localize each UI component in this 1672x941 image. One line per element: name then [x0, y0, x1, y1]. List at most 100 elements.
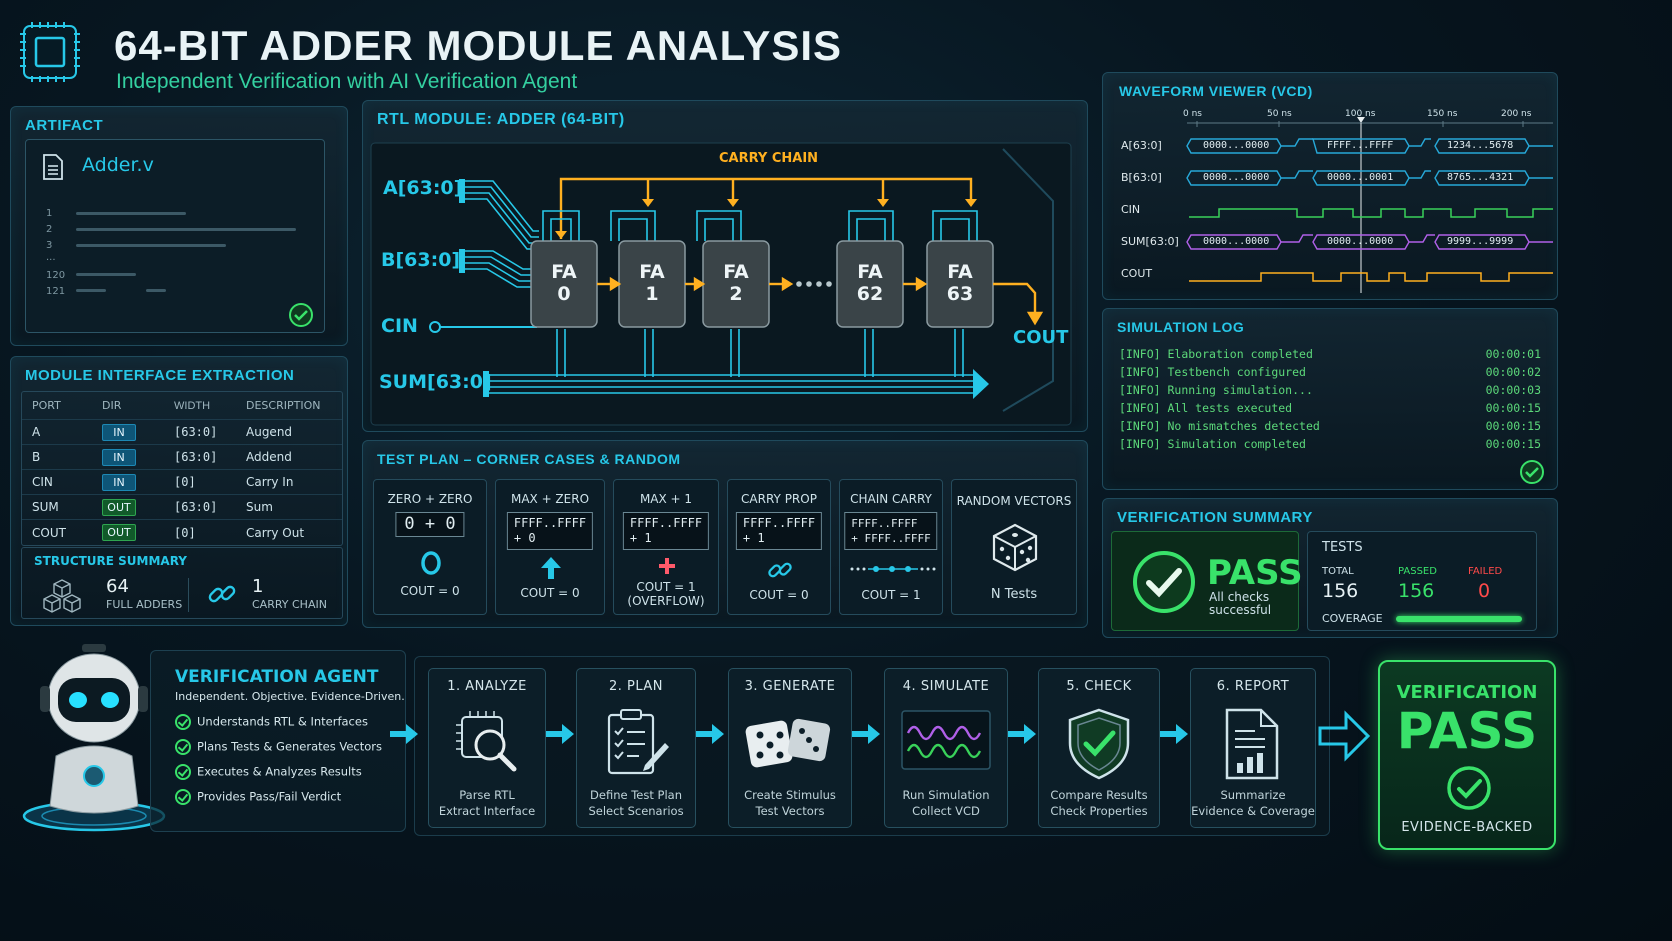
carry-dots-icon: [850, 566, 936, 572]
bus-value: 0000...0000: [1203, 140, 1270, 151]
step-name: 1. ANALYZE: [447, 679, 527, 694]
step-name: 4. SIMULATE: [902, 679, 990, 694]
line-number: ...: [46, 252, 56, 263]
port-description: Augend: [246, 425, 293, 439]
pass-subtext: All checks successful: [1209, 590, 1272, 617]
code-line: [146, 289, 166, 292]
artifact-file-card[interactable]: Adder.v 1 2 3 ... 120 121: [25, 139, 325, 333]
chain-count: 1: [252, 576, 264, 597]
test-result: COUT = 1: [861, 588, 921, 602]
coverage-track: [1396, 616, 1522, 622]
input-cin-label: CIN: [381, 315, 418, 337]
capability-label: Plans Tests & Generates Vectors: [197, 739, 383, 754]
magnifier-chip-icon: [456, 711, 517, 772]
step-desc-line: Select Scenarios: [588, 804, 684, 818]
interface-title: MODULE INTERFACE EXTRACTION: [25, 367, 295, 384]
arrow-right-icon: [1318, 710, 1371, 762]
test-card-max-zero[interactable]: MAX + ZERO FFFF..FFFF + 0 COUT = 0: [495, 479, 605, 615]
bus-value: 0000...0000: [1203, 236, 1270, 247]
rtl-title: RTL MODULE: ADDER (64-BIT): [377, 111, 625, 128]
bus-value: 0000...0001: [1327, 172, 1394, 183]
total-label: TOTAL: [1322, 566, 1354, 577]
dir-badge: IN: [102, 473, 136, 491]
code-line: [76, 228, 296, 231]
step-desc-line: Extract Interface: [438, 804, 536, 818]
zero-ring-icon: [421, 551, 441, 575]
step-desc-line: Compare Results: [1050, 788, 1148, 802]
plus-icon: [659, 558, 675, 574]
file-icon: [43, 154, 63, 180]
test-result: COUT = 1 (OVERFLOW): [627, 580, 705, 608]
pass-status: PASS: [1207, 553, 1303, 593]
page-subtitle: Independent Verification with AI Verific…: [116, 70, 578, 93]
clipboard-icon: [607, 709, 669, 775]
adder-index: 2: [729, 283, 743, 305]
step-name: 6. REPORT: [1216, 679, 1290, 694]
report-icon: [1225, 708, 1279, 780]
test-card-max-one[interactable]: MAX + 1 FFFF..FFFF + 1 COUT = 1 (OVERFLO…: [613, 479, 719, 615]
arrow-right-icon: [696, 724, 724, 744]
step-desc-line: Evidence & Coverage: [1191, 804, 1315, 818]
test-card-chain-carry[interactable]: CHAIN CARRY FFFF..FFFF + FFFF..FFFF COUT…: [839, 479, 943, 615]
port-name: A: [32, 425, 41, 439]
step-desc-line: Test Vectors: [755, 804, 825, 818]
test-result: COUT = 0: [400, 584, 460, 598]
time-tick: 150 ns: [1427, 109, 1458, 119]
log-time: 00:00:01: [1485, 347, 1541, 361]
capability-item: Plans Tests & Generates Vectors: [175, 739, 382, 755]
simulation-log-title: SIMULATION LOG: [1117, 319, 1245, 335]
test-card-carry-prop[interactable]: CARRY PROP FFFF..FFFF + 1 COUT = 0: [727, 479, 831, 615]
arrow-right-icon: [1160, 724, 1188, 744]
interface-panel: MODULE INTERFACE EXTRACTION PORT DIR WID…: [10, 356, 348, 626]
test-card-random[interactable]: RANDOM VECTORS N Tests: [951, 479, 1077, 615]
line-number: 120: [46, 270, 66, 281]
line-number: 121: [46, 286, 66, 297]
capability-item: Provides Pass/Fail Verdict: [175, 789, 341, 805]
chip-logo-icon: [20, 22, 80, 82]
verification-summary-panel: VERIFICATION SUMMARY PASS All checks suc…: [1102, 498, 1558, 638]
port-description: Sum: [246, 500, 273, 514]
robot-agent-icon: [22, 644, 166, 832]
verdict-footer: EVIDENCE-BACKED: [1401, 820, 1533, 835]
test-card-zero-zero[interactable]: ZERO + ZERO 0 + 0 COUT = 0: [373, 479, 487, 615]
adder-name: FA: [639, 261, 665, 283]
step-desc-line: Summarize: [1220, 788, 1286, 802]
verdict-status: PASS: [1396, 702, 1538, 760]
signal-name: CIN: [1121, 203, 1141, 216]
port-description: Carry In: [246, 475, 294, 489]
step-desc-line: Check Properties: [1050, 804, 1148, 818]
chain-link-icon: [208, 585, 236, 603]
arrow-right-icon: [390, 724, 418, 744]
table-row: SUM OUT [63:0] Sum: [22, 495, 342, 520]
interface-table: PORT DIR WIDTH DESCRIPTION A IN [63:0] A…: [21, 391, 343, 546]
step-name: 5. CHECK: [1066, 679, 1132, 694]
dir-badge: IN: [102, 423, 136, 441]
log-tag: [INFO]: [1119, 419, 1161, 433]
adder-name: FA: [551, 261, 577, 283]
log-tag: [INFO]: [1119, 347, 1161, 361]
port-width: [63:0]: [174, 500, 218, 514]
table-row: CIN IN [0] Carry In: [22, 470, 342, 495]
summary-title: VERIFICATION SUMMARY: [1117, 509, 1313, 526]
log-entry: [INFO] Running simulation...00:00:03: [1119, 383, 1541, 401]
divider: [188, 578, 189, 612]
structure-title: STRUCTURE SUMMARY: [34, 554, 187, 568]
port-name: SUM: [32, 500, 59, 514]
check-icon: [175, 714, 191, 730]
waveform-title: WAVEFORM VIEWER (VCD): [1119, 83, 1313, 99]
